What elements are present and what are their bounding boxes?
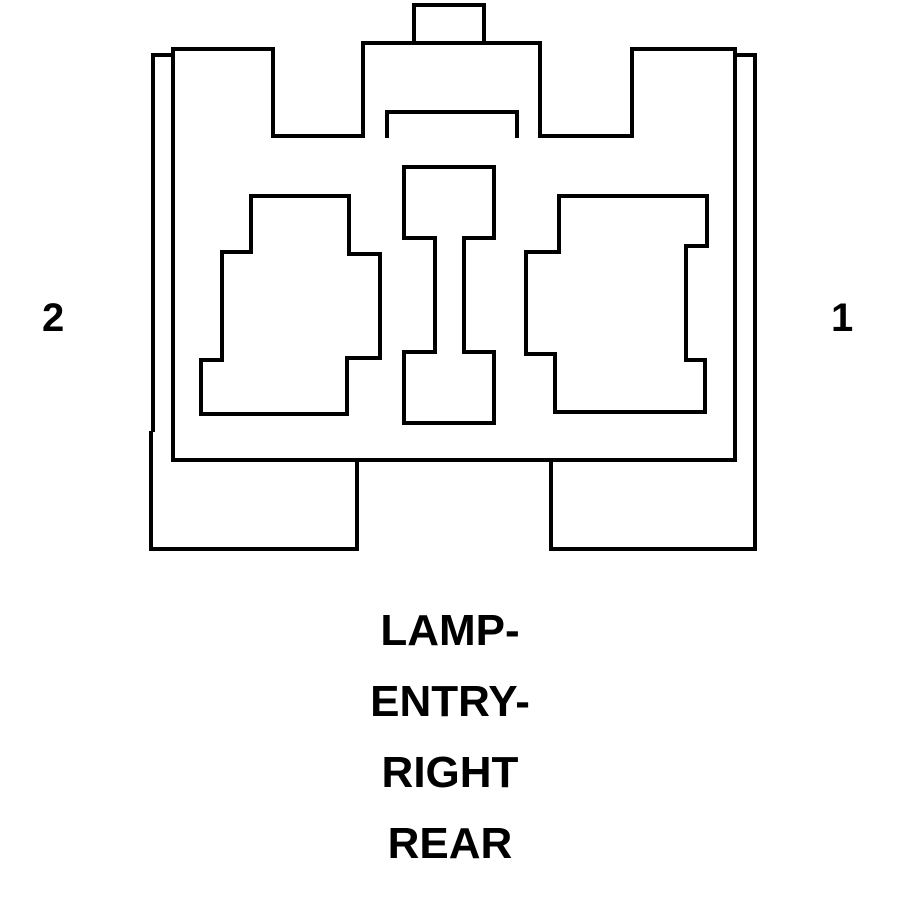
connector-name-line: ENTRY- xyxy=(370,677,530,726)
right-outer-shell xyxy=(549,53,757,551)
connector-name-line: LAMP- xyxy=(380,606,520,655)
terminal-cavity-pin-2 xyxy=(199,194,382,416)
pin-number-label: 1 xyxy=(831,296,854,340)
terminal-cavity-pin-1 xyxy=(524,194,709,414)
connector-body-outline xyxy=(171,41,737,462)
polarizing-key-slot xyxy=(402,165,496,425)
connector-name: LAMP- ENTRY- RIGHT REAR xyxy=(0,603,900,887)
connector-name-line: RIGHT xyxy=(381,748,519,797)
pin-number-label: 2 xyxy=(42,296,65,340)
keyway-recess xyxy=(385,110,519,138)
locking-tab xyxy=(412,3,486,45)
connector-name-line: REAR xyxy=(387,819,513,868)
left-latch xyxy=(149,431,359,551)
